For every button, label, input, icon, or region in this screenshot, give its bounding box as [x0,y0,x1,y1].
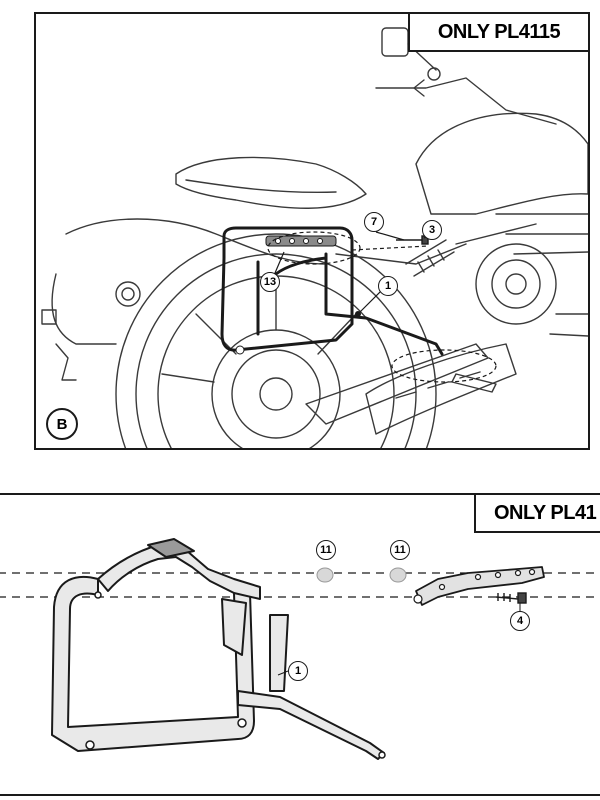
callout-11-right: 11 [390,540,410,560]
callout-13: 13 [260,272,280,292]
callout-1: 1 [378,276,398,296]
callout-4: 4 [510,611,530,631]
model-tag-bottom: ONLY PL41 [474,495,600,533]
rack-exploded-view [0,538,600,760]
motorcycle-illustration [41,27,588,448]
installation-panel-top: ONLY PL4115 B 7 3 1 13 [34,12,590,450]
callout-3: 3 [422,220,442,240]
callout-1: 1 [288,661,308,681]
model-tag-top: ONLY PL4115 [408,14,588,52]
callout-11-left: 11 [316,540,336,560]
callout-7: 7 [364,212,384,232]
step-label: B [46,408,78,440]
installation-panel-bottom: ONLY PL41 11 11 1 4 [0,493,600,796]
